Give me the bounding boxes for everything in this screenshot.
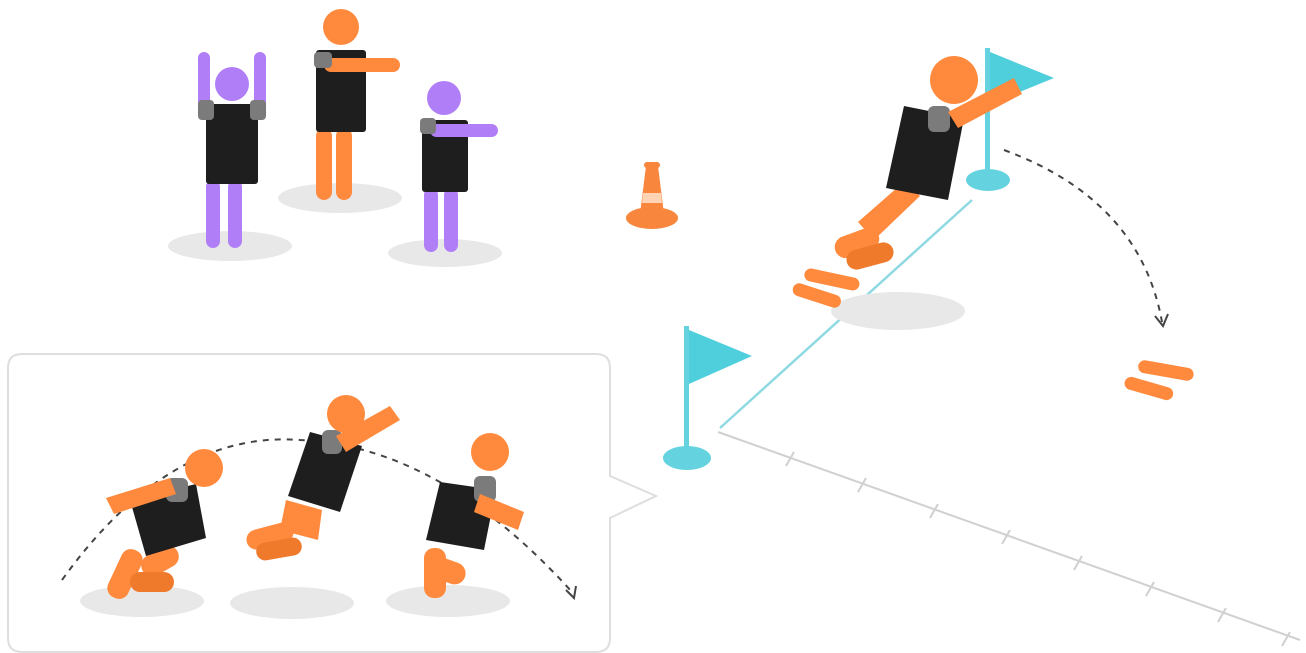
footprints-icon <box>1123 359 1195 401</box>
jump-phases-panel <box>8 354 656 652</box>
finish-flag-icon <box>966 48 1054 191</box>
start-flag-icon <box>663 326 752 470</box>
traffic-cone-icon <box>626 162 678 229</box>
judge-arms-up-figure <box>198 52 266 248</box>
measurement-tape <box>718 432 1300 646</box>
jumper-shadow <box>831 292 965 330</box>
judges-group <box>168 9 502 267</box>
judge-standing-figure <box>420 81 498 252</box>
trajectory-arc <box>1004 150 1162 322</box>
judge-pointing-figure <box>314 9 400 200</box>
jumper-figure <box>831 56 1022 330</box>
